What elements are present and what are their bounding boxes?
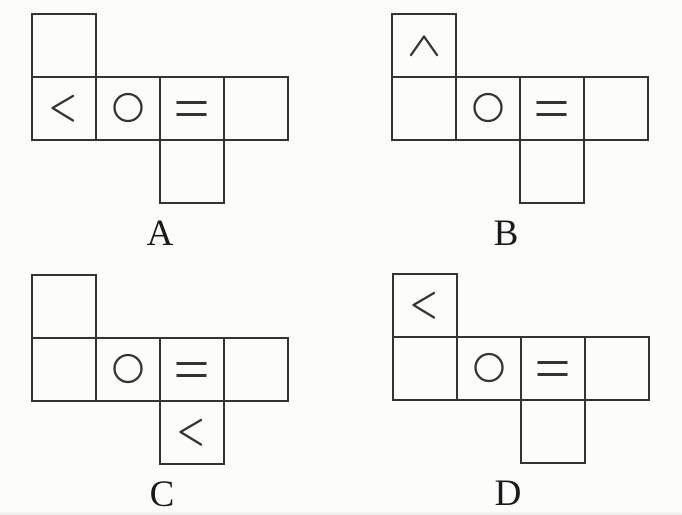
less-than-icon [412,291,436,319]
option-label-c: C [149,474,175,515]
net-cell [159,139,225,204]
net-cell [159,337,225,402]
net-cell [391,13,457,78]
cube-net-option-d: D [392,273,650,512]
option-label-d: D [494,473,522,514]
net-cell [584,336,650,401]
net-cell [392,336,458,401]
net-cell [223,76,289,141]
cube-net-option-b: B [391,13,649,252]
net-cell [159,76,225,141]
equals-icon [176,362,207,377]
less-than-icon [179,418,203,446]
net-cell [31,76,97,141]
caret-up-icon [409,35,439,57]
cube-net-option-a: A [31,13,289,252]
net-cell [519,76,585,141]
option-label-a: A [146,213,174,254]
cube-net-a [31,13,289,204]
net-cell [95,337,161,402]
net-cell [31,13,97,78]
net-cell [31,274,97,339]
equals-icon [536,101,567,116]
net-cell [520,399,586,464]
net-cell [519,139,585,204]
cube-net-b [391,13,649,204]
circle-icon [473,92,503,123]
net-cell [223,337,289,402]
cube-net-d [392,273,650,464]
net-cell [95,76,161,141]
option-label-b: B [493,213,519,254]
net-cell [520,336,586,401]
circle-icon [113,92,143,123]
net-cell [456,336,522,401]
circle-icon [474,352,504,383]
equals-icon [537,361,568,376]
cube-net-c [31,274,289,465]
net-cell [391,76,457,141]
net-cell [31,337,97,402]
equals-icon [176,101,207,116]
less-than-icon [51,94,75,122]
net-cell [455,76,521,141]
net-cell [392,273,458,338]
cube-net-option-c: C [31,274,289,513]
net-cell [583,76,649,141]
circle-icon [113,353,143,384]
net-cell [159,400,225,465]
